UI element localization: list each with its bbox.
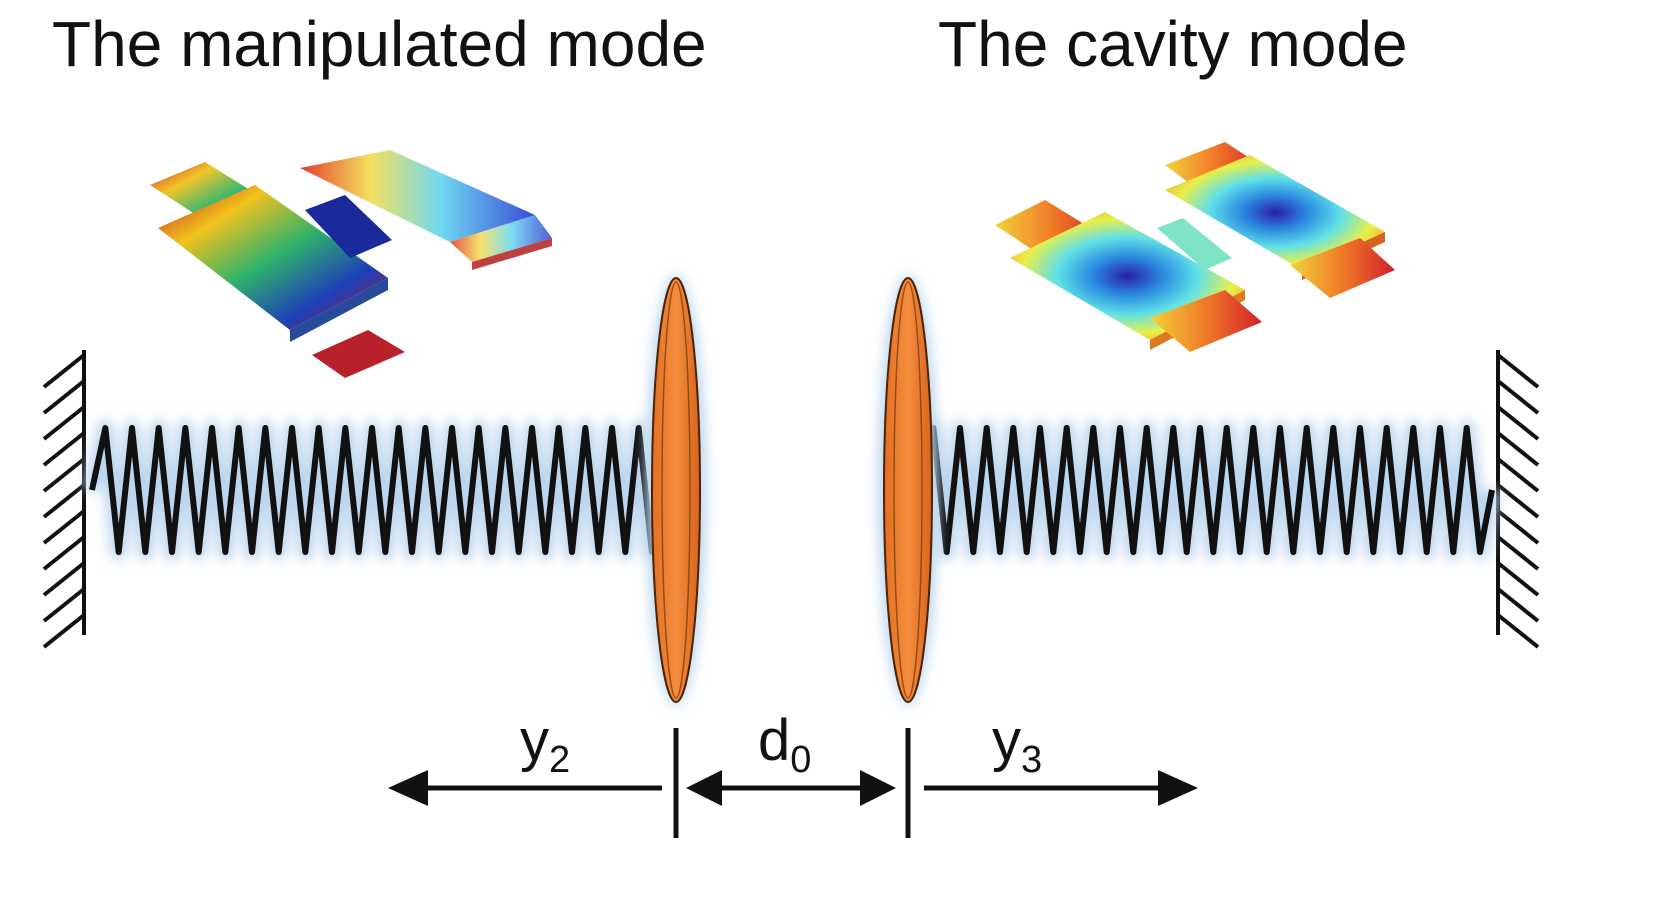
y3-arrow bbox=[924, 770, 1198, 806]
y2-arrow bbox=[388, 770, 662, 806]
label-y3: y3 bbox=[992, 708, 1042, 781]
manipulated-mode-render bbox=[150, 150, 552, 378]
right-wall bbox=[1496, 350, 1540, 649]
left-plate bbox=[646, 275, 706, 705]
label-y2: y2 bbox=[520, 708, 570, 781]
title-manipulated-mode: The manipulated mode bbox=[52, 8, 707, 80]
right-plate bbox=[878, 275, 938, 705]
title-cavity-mode: The cavity mode bbox=[938, 8, 1408, 80]
left-wall bbox=[42, 350, 86, 649]
right-spring bbox=[912, 420, 1500, 560]
left-spring bbox=[84, 420, 672, 560]
cavity-mode-render bbox=[995, 142, 1395, 352]
d0-arrow bbox=[686, 770, 896, 806]
label-d0: d0 bbox=[758, 708, 811, 781]
